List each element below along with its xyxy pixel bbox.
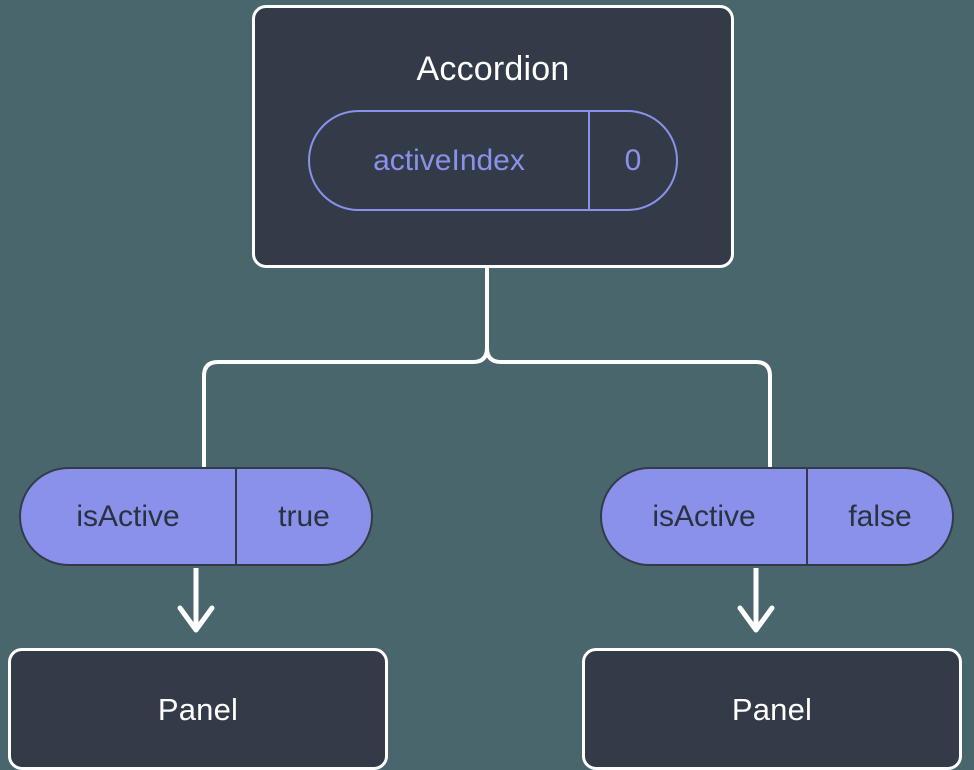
child-node-label: Panel <box>731 691 813 727</box>
prop-pill-is-active-true[interactable]: isActive true <box>19 467 373 566</box>
root-node-accordion[interactable]: Accordion activeIndex 0 <box>252 5 734 268</box>
root-node-label: Accordion <box>416 50 570 88</box>
state-pill-active-index[interactable]: activeIndex 0 <box>308 110 678 211</box>
prop-pill-key: isActive <box>21 469 237 564</box>
child-node-panel-right[interactable]: Panel <box>582 648 962 770</box>
prop-pill-key: isActive <box>602 469 808 564</box>
state-pill-key: activeIndex <box>310 112 590 209</box>
prop-pill-value: true <box>278 499 330 533</box>
arrow-head-right <box>737 605 775 633</box>
fork-connector <box>202 266 489 468</box>
state-pill-value: 0 <box>624 143 642 177</box>
arrow-head-left <box>177 605 215 633</box>
fork-connector-right <box>485 346 772 468</box>
child-node-label: Panel <box>157 691 239 727</box>
prop-pill-value: false <box>848 499 912 533</box>
prop-pill-is-active-false[interactable]: isActive false <box>600 467 954 566</box>
child-node-panel-left[interactable]: Panel <box>8 648 388 770</box>
